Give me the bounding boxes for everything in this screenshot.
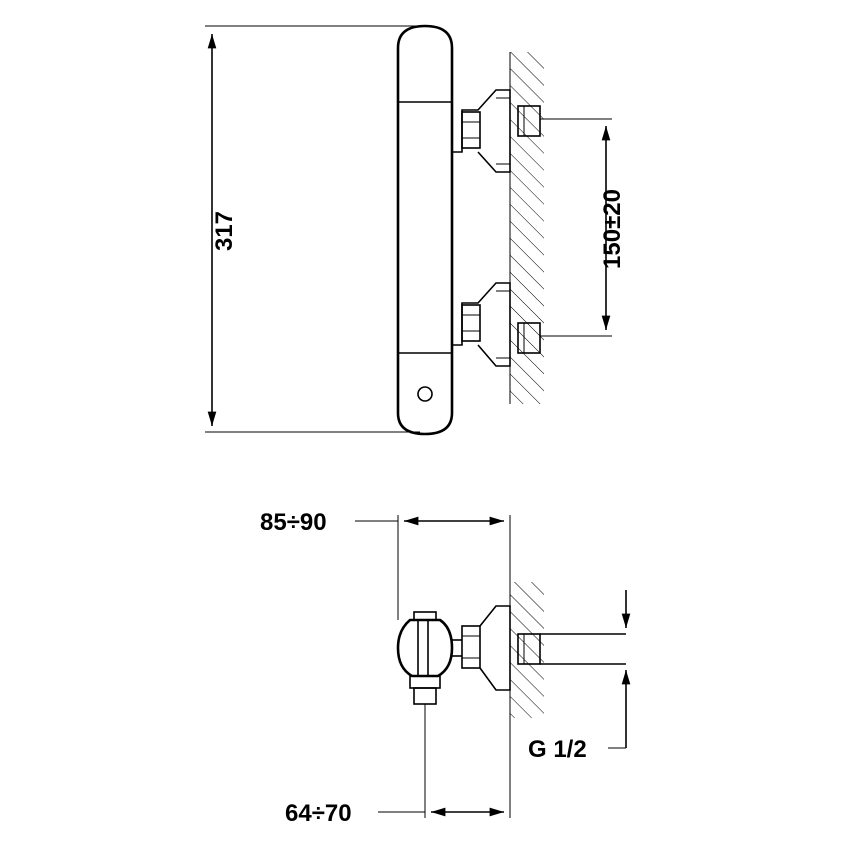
knob-indicator-icon: [417, 386, 433, 402]
side-view: 85÷90 64÷70 G 1/2: [260, 509, 631, 827]
thread-label: G 1/2: [528, 736, 587, 763]
inlet-spacing-dimension: 150±20: [540, 118, 626, 337]
inlet-spacing-label: 150±20: [599, 189, 626, 269]
thread-dimension: G 1/2: [528, 590, 631, 763]
outlet-offset-label: 64÷70: [285, 800, 352, 827]
depth-label: 85÷90: [260, 509, 327, 536]
upper-connector: [452, 89, 541, 173]
height-dimension: 317: [205, 25, 420, 433]
side-connector: [452, 605, 626, 691]
mixer-body: [396, 24, 454, 436]
lower-connector: [452, 282, 541, 367]
valve-head: [396, 611, 454, 705]
wall-front: [509, 52, 544, 404]
depth-dimension: 85÷90: [260, 509, 511, 620]
outlet-offset-dimension: 64÷70: [285, 704, 511, 827]
front-view: 317 150±20: [205, 24, 626, 436]
wall-side: [509, 582, 544, 718]
height-label: 317: [211, 211, 238, 251]
